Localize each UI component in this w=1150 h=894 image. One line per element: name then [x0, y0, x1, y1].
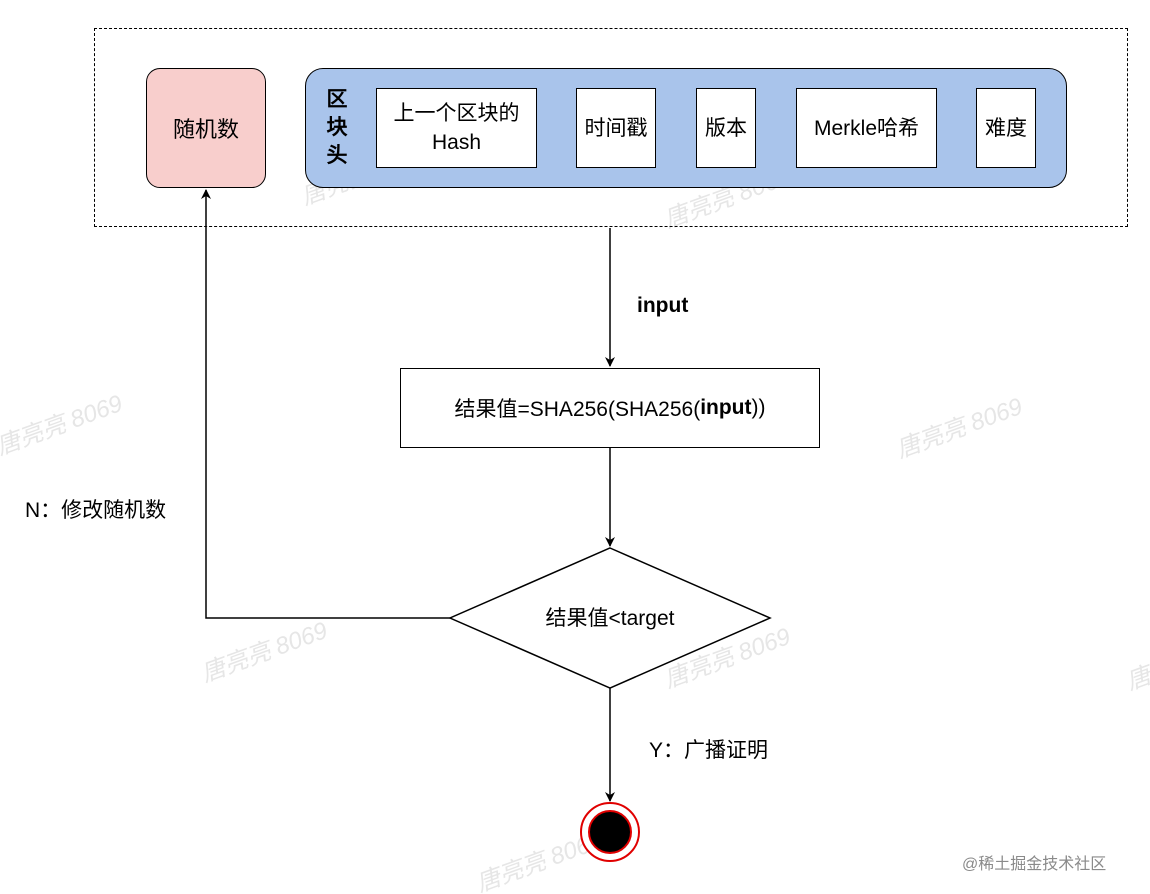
svg-text:唐亮亮 8069: 唐亮亮 8069 — [893, 393, 1026, 464]
block-header-label: 区 块 头 — [320, 80, 354, 176]
field-prev-hash-line2: Hash — [431, 131, 482, 154]
block-header-label-char: 区 — [326, 88, 348, 111]
nonce-box: 随机数 — [146, 68, 266, 188]
process-prefix: 结果值=SHA256(SHA256( — [454, 398, 701, 421]
block-header-label-char: 块 — [326, 116, 348, 139]
svg-text:唐亮亮 8069: 唐亮亮 8069 — [1123, 625, 1150, 696]
hash-process-box: 结果值=SHA256(SHA256(input)) — [400, 368, 820, 448]
nonce-label: 随机数 — [172, 117, 239, 142]
field-merkle-hash-label: Merkle哈希 — [813, 116, 919, 140]
watermark-layer: 唐亮亮 8069 唐亮亮 8069 唐亮亮 8069 唐亮亮 8069 唐亮亮 … — [0, 140, 1150, 894]
field-timestamp-label: 时间戳 — [584, 116, 648, 140]
end-node — [580, 802, 640, 862]
arrow-no-to-nonce — [201, 189, 450, 619]
svg-text:唐亮亮 8069: 唐亮亮 8069 — [0, 390, 126, 461]
field-difficulty: 难度 — [976, 88, 1036, 168]
block-header-label-char: 头 — [326, 144, 348, 167]
field-difficulty-label: 难度 — [985, 116, 1027, 140]
field-version-label: 版本 — [705, 116, 747, 140]
no-branch-label: N：修改随机数 — [25, 499, 167, 522]
field-version: 版本 — [696, 88, 756, 168]
svg-text:唐亮亮 8069: 唐亮亮 8069 — [198, 617, 331, 688]
condition-label: 结果值<target — [545, 607, 675, 630]
field-prev-hash-line1: 上一个区块的 — [393, 102, 520, 125]
process-suffix: )) — [751, 396, 766, 419]
field-timestamp: 时间戳 — [576, 88, 656, 168]
process-input-bold: input — [700, 396, 752, 419]
field-prev-hash: 上一个区块的 Hash — [376, 88, 537, 168]
yes-branch-label: Y：广播证明 — [649, 739, 769, 762]
block-group-frame — [94, 28, 1128, 227]
source-credit: @稀土掘金技术社区 — [962, 856, 1107, 873]
input-edge-label: input — [637, 294, 689, 317]
field-merkle-hash: Merkle哈希 — [796, 88, 937, 168]
